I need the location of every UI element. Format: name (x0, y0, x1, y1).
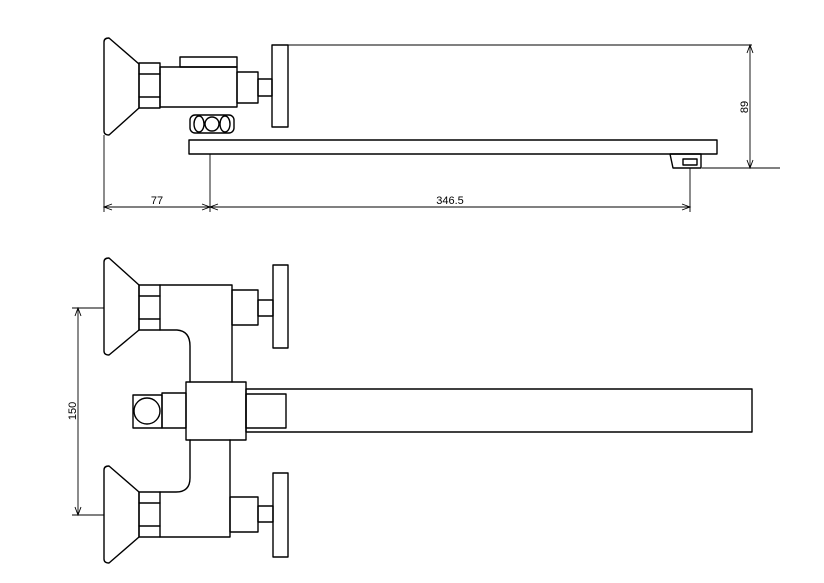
plan-lower-arm-inner-edge (159, 439, 191, 493)
plan-lower-inlet-nut-body (138, 491, 161, 538)
plan-upper-inlet-nut-body (138, 284, 161, 331)
plan-spout-swivel-collar (245, 393, 287, 429)
side-handle-stem (257, 78, 273, 97)
plan-diverter-connector (161, 392, 187, 429)
side-wall-flange (103, 37, 140, 136)
side-diverter-ring-lobe-center (204, 116, 220, 132)
inlet-spacing-arrow-bottom (74, 506, 82, 517)
spout-reach-arrow-right (681, 203, 692, 211)
plan-view: 150 (67, 257, 753, 564)
side-diverter-ring-body (189, 114, 235, 134)
plan-upper-wall-flange (103, 257, 140, 356)
spout-reach-dimension-label: 346.5 (436, 195, 464, 207)
flange-offset-arrow-left (102, 203, 113, 211)
height-arrow-top (746, 43, 754, 54)
side-aerator-body (669, 153, 702, 169)
plan-upper-handle-stem (257, 299, 274, 317)
plan-lower-valve-connector (229, 496, 259, 533)
plan-lower-wall-flange (103, 465, 140, 564)
plan-upper-arm-inner-edge (159, 329, 191, 383)
side-inlet-nut (138, 62, 161, 109)
plan-upper-inlet-nut (138, 284, 161, 331)
side-diverter-ring-lobe-left (193, 115, 205, 133)
plan-lower-cross-handle (272, 472, 289, 558)
plan-diverter-knob (132, 394, 163, 429)
height-dimension-label: 89 (739, 101, 751, 113)
horizontal-dimensions: 77 346.5 (102, 135, 692, 212)
inlet-spacing-dimension: 150 (67, 306, 104, 517)
plan-spout (245, 388, 753, 433)
flange-offset-dimension-label: 77 (151, 195, 163, 207)
side-view: 89 77 346.5 (102, 37, 780, 212)
plan-lower-handle-stem (257, 505, 274, 523)
side-aerator-insert (682, 158, 698, 166)
side-diverter-ring (189, 114, 235, 134)
side-mixer-body (159, 66, 238, 108)
plan-center-mixer-block (185, 381, 247, 441)
height-dimension: 89 (288, 43, 780, 170)
side-valve-connector (236, 71, 259, 104)
height-arrow-bottom (746, 159, 754, 170)
plan-upper-valve-connector (231, 289, 259, 326)
plan-upper-cross-handle (272, 264, 289, 349)
side-inlet-nut-body (138, 62, 161, 109)
plan-upper-arm-outer-edge (159, 284, 233, 383)
side-body-top-cap (179, 56, 238, 68)
side-cross-handle (271, 44, 289, 128)
spout-reach-arrow-left (208, 203, 219, 211)
plan-diverter-knob-housing (132, 394, 163, 429)
plan-lower-arm-outer-edge (159, 439, 231, 538)
inlet-spacing-dimension-label: 150 (67, 402, 79, 420)
side-spout (188, 139, 718, 155)
inlet-spacing-arrow-top (74, 306, 82, 317)
plan-lower-inlet-nut (138, 491, 161, 538)
side-aerator (669, 153, 702, 169)
plan-diverter-knob-circle (133, 397, 161, 425)
side-diverter-ring-lobe-right (219, 115, 231, 133)
